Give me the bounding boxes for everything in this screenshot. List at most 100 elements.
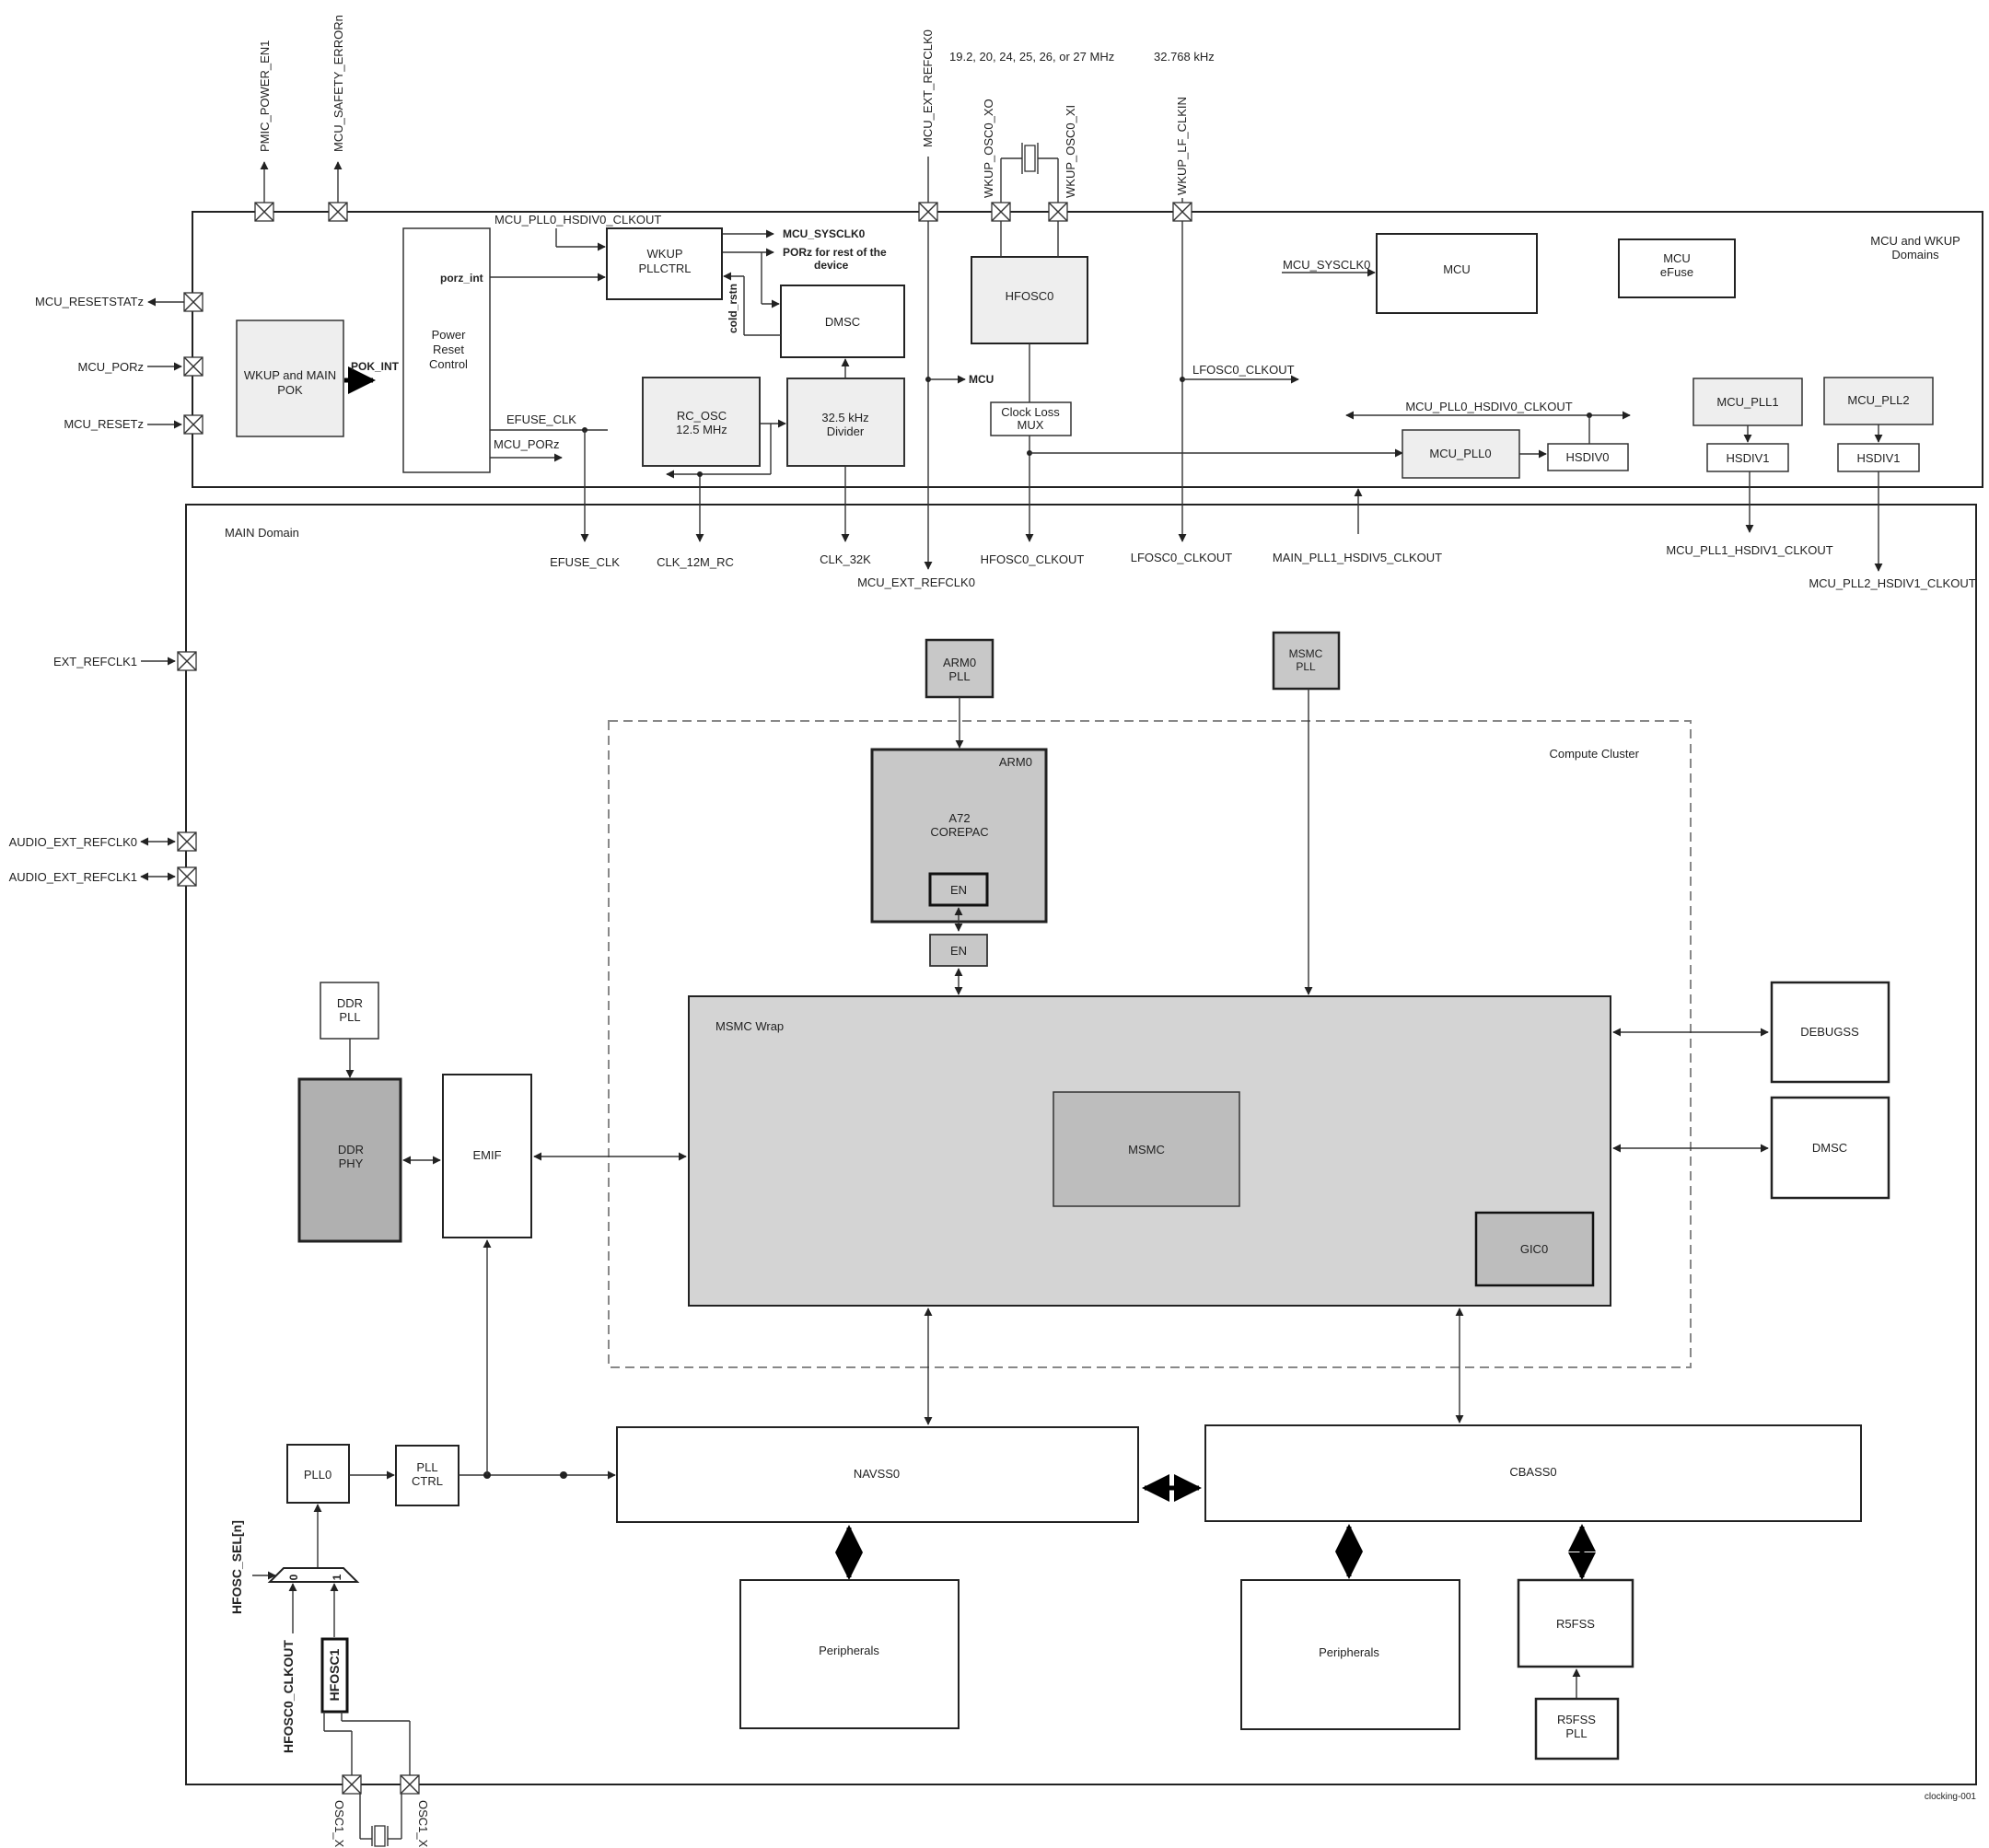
- pin-wkup-osc0-xi: [1048, 202, 1068, 222]
- hsdiv1-b-box: [1837, 443, 1920, 472]
- pin-audio-ext-refclk0: [177, 831, 197, 852]
- en-inner-box: [928, 872, 989, 907]
- mcu-label: MCU: [1443, 262, 1471, 276]
- mux-0-label: 0: [287, 1574, 300, 1580]
- hfosc0-label: HFOSC0: [1006, 289, 1054, 303]
- wkup-pllctrl-box: [606, 227, 723, 300]
- crystal-wkup-osc0-icon: [1000, 143, 1059, 211]
- debugss-box: [1770, 981, 1890, 1084]
- wkup-osc0-xo-pin-label: WKUP_OSC0_XO: [982, 99, 995, 198]
- hfosc0-clkout-out-label: HFOSC0_CLKOUT: [981, 552, 1085, 566]
- main-dmsc-box: [1770, 1096, 1890, 1200]
- pin-mcu-porz: [183, 356, 204, 377]
- pin-audio-ext-refclk1: [177, 866, 197, 887]
- mcu-resetz-pin-label: MCU_RESETz: [64, 417, 144, 431]
- audio-ext-refclk1-pin-label: AUDIO_EXT_REFCLK1: [9, 870, 137, 884]
- r5fss-box: [1517, 1578, 1634, 1668]
- divider-box: [786, 378, 905, 467]
- compute-cluster-label: Compute Cluster: [1549, 747, 1639, 761]
- arm0-pll-box: [925, 638, 994, 699]
- hsdiv1-b-label: HSDIV1: [1857, 451, 1901, 465]
- crystal-osc1-icon: [359, 1794, 402, 1847]
- mcu-porz-pin-label: MCU_PORz: [77, 360, 144, 374]
- en-outer-label: EN: [950, 944, 967, 958]
- en-inner-label: EN: [950, 883, 967, 897]
- hfosc-mux-shape: [267, 1567, 360, 1583]
- hsdiv1-a-label: HSDIV1: [1727, 451, 1770, 465]
- pll-ctrl-box: [395, 1445, 459, 1506]
- navss0-label: NAVSS0: [854, 1467, 900, 1481]
- pin-mcu-safety-errorn: [328, 202, 348, 222]
- mcu-ext-refclk0-pin-label: MCU_EXT_REFCLK0: [921, 29, 935, 147]
- porz-int-label: porz_int: [440, 272, 483, 285]
- pin-mcu-ext-refclk0: [918, 202, 938, 222]
- ext-refclk1-pin-label: EXT_REFCLK1: [53, 655, 137, 668]
- pll0-hsdiv0-clkout-top-label: MCU_PLL0_HSDIV0_CLKOUT: [494, 213, 661, 227]
- gic0-label: GIC0: [1520, 1242, 1548, 1256]
- en-outer-box: [929, 934, 988, 967]
- rc-osc-box: [642, 377, 761, 467]
- peripherals-right-box: [1240, 1579, 1460, 1730]
- mcu-pll2-hsdiv1-clkout-label: MCU_PLL2_HSDIV1_CLKOUT: [1809, 576, 1975, 590]
- debugss-label: DEBUGSS: [1800, 1025, 1859, 1039]
- wkup-dmsc-label: DMSC: [825, 315, 860, 329]
- msmc-box: [1053, 1091, 1240, 1207]
- wkup-lf-clkin-pin-label: WKUP_LF_CLKIN: [1175, 97, 1189, 195]
- freq-lf-label: 32.768 kHz: [1154, 50, 1215, 64]
- pll0-hsdiv0-clkout-mid-label: MCU_PLL0_HSDIV0_CLKOUT: [1405, 400, 1572, 413]
- arm0-label: ARM0: [999, 755, 1032, 769]
- msmc-label: MSMC: [1128, 1143, 1165, 1156]
- compute-cluster-frame: [608, 720, 1692, 1368]
- ddr-phy-box: [297, 1077, 402, 1243]
- navss0-box: [616, 1426, 1139, 1523]
- mcu-sysclk0-in-label: MCU_SYSCLK0: [1283, 258, 1370, 272]
- osc1-xi-pin-label: OSC1_XI: [332, 1800, 346, 1848]
- cbass0-label: CBASS0: [1509, 1465, 1556, 1479]
- osc1-xo-pin-label: OSC1_XO: [416, 1800, 430, 1848]
- r5fss-label: R5FSS: [1556, 1617, 1595, 1631]
- pll0-box: [286, 1444, 350, 1504]
- pin-mcu-resetz: [183, 414, 204, 435]
- mcu-arrow-label: MCU: [969, 373, 994, 386]
- pin-ext-refclk1: [177, 651, 197, 671]
- peripherals-right-label: Peripherals: [1319, 1645, 1379, 1659]
- hfosc0-box: [971, 256, 1088, 344]
- mcu-pll2-box: [1823, 377, 1934, 425]
- pin-osc1-xi: [342, 1774, 362, 1795]
- pmic-power-en1-pin-label: PMIC_POWER_EN1: [258, 41, 272, 152]
- main-domain-frame: [185, 504, 1977, 1785]
- mcu-porz-signal-label: MCU_PORz: [494, 437, 560, 451]
- hfosc1-label: HFOSC1: [327, 1648, 342, 1701]
- mcu-sysclk0-label: MCU_SYSCLK0: [783, 227, 866, 240]
- pin-osc1-xo: [400, 1774, 420, 1795]
- emif-label: EMIF: [472, 1148, 501, 1162]
- power-reset-control-box: [402, 227, 491, 473]
- hfosc1-box: [320, 1637, 349, 1714]
- hsdiv0-label: HSDIV0: [1566, 450, 1610, 464]
- clk-12m-rc-label: CLK_12M_RC: [657, 555, 734, 569]
- mcu-pll1-hsdiv1-clkout-label: MCU_PLL1_HSDIV1_CLKOUT: [1666, 543, 1832, 557]
- mcu-box: [1376, 233, 1538, 314]
- gic0-box: [1474, 1211, 1595, 1287]
- r5fss-pll-box: [1534, 1697, 1620, 1761]
- wkup-dmsc-box: [780, 285, 905, 358]
- mcu-pll1-box: [1692, 378, 1803, 426]
- mux-1-label: 1: [331, 1574, 343, 1580]
- efuse-clk-out-label: EFUSE_CLK: [550, 555, 620, 569]
- freq-main-label: 19.2, 20, 24, 25, 26, or 27 MHz: [949, 50, 1114, 64]
- mcu-pll0-label: MCU_PLL0: [1429, 447, 1491, 460]
- cold-rstn-label: cold_rstn: [727, 284, 739, 333]
